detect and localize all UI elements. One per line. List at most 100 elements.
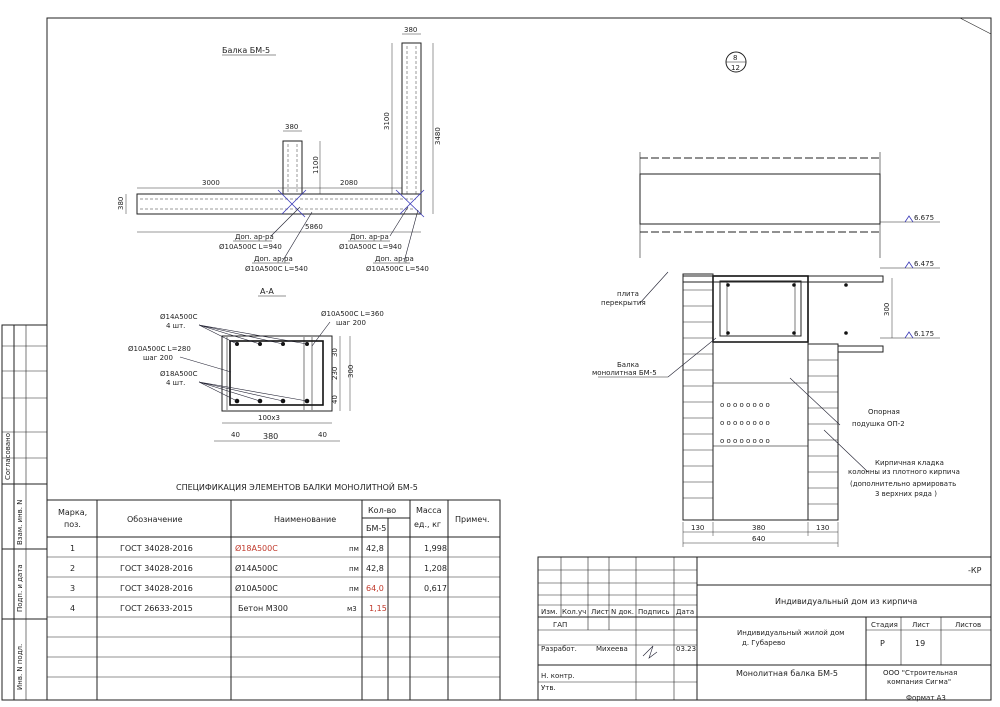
spec-qty: 42,8 bbox=[366, 564, 384, 573]
tb-object-2: д. Губарево bbox=[742, 639, 785, 647]
title-block: -КР Индивидуальный дом из кирпича Индиви… bbox=[537, 556, 992, 701]
tb-col-koluch: Кол.уч bbox=[562, 608, 586, 616]
spec-name: Ø18А500С bbox=[235, 543, 278, 553]
plan-callout-4b: Ø10А500С L=540 bbox=[366, 265, 429, 273]
sec-tie: Ø10А500С L=360 bbox=[321, 310, 384, 318]
tb-sheets-label: Листов bbox=[955, 621, 981, 629]
tb-col-izm: Изм. bbox=[541, 608, 557, 616]
sec-d-inner: 230 bbox=[331, 367, 339, 380]
spec-unit: пм bbox=[349, 545, 359, 553]
detail-node: 8 12 6.675 6.475 6.175 300 bbox=[592, 51, 960, 547]
dim-riser-total: 3480 bbox=[434, 127, 442, 145]
spec-h-mass: Масса bbox=[416, 506, 442, 515]
side-stamps: Согласовано Взам. инв. N Подп. и дата Ин… bbox=[1, 324, 48, 701]
label-brick-1: Кирпичная кладка bbox=[875, 459, 944, 467]
dim-stub-height: 1100 bbox=[312, 156, 320, 174]
spec-row-1: 1 ГОСТ 34028-2016 Ø18А500С пм 42,8 1,998 bbox=[70, 543, 447, 553]
tb-role-nkontr: Н. контр. bbox=[541, 672, 575, 680]
spec-name: Ø10А500С bbox=[235, 583, 278, 593]
stamp-sign-date: Подп. и дата bbox=[16, 564, 24, 612]
spec-h-mass-unit: ед., кг bbox=[414, 520, 441, 529]
spec-qty: 64,0 bbox=[366, 584, 384, 593]
tb-company-2: компания Сигма" bbox=[887, 678, 951, 686]
format-label: Формат А3 bbox=[906, 694, 946, 702]
beam-plan: Балка БМ-5 380 1100 3000 2080 5860 380 3… bbox=[117, 26, 442, 273]
spec-unit: пм bbox=[349, 565, 359, 573]
sec-d-width: 380 bbox=[263, 432, 278, 441]
spec-name: Ø14А500С bbox=[235, 563, 278, 573]
dim-h300: 300 bbox=[883, 303, 891, 316]
sec-stirrup: Ø10А500С L=280 bbox=[128, 345, 191, 353]
level-3: 6.175 bbox=[914, 330, 934, 338]
level-1: 6.675 bbox=[914, 214, 934, 222]
spec-gost: ГОСТ 34028-2016 bbox=[120, 584, 193, 593]
brick-left bbox=[682, 273, 714, 521]
tb-col-list: Лист bbox=[591, 608, 609, 616]
spec-qty: 42,8 bbox=[366, 544, 384, 553]
label-beam-2: монолитная БМ-5 bbox=[592, 369, 657, 377]
tb-company-1: ООО "Строительная bbox=[883, 669, 957, 677]
beam-plan-title: Балка БМ-5 bbox=[222, 46, 270, 55]
sec-d-top: 30 bbox=[331, 348, 339, 357]
sec-d-left: 40 bbox=[231, 431, 240, 439]
label-slab-1: плита bbox=[617, 290, 639, 298]
label-brick-3: (дополнительно армировать bbox=[850, 480, 956, 488]
sec-d-right: 40 bbox=[318, 431, 327, 439]
spec-h-qty-sub: БМ-5 bbox=[366, 524, 386, 533]
spec-name: Бетон М300 bbox=[238, 604, 288, 613]
sec-top-bars: Ø14А500С bbox=[160, 313, 198, 321]
spec-h-qty: Кол-во bbox=[368, 506, 396, 515]
plan-callout-4a: Доп. ар-ра bbox=[375, 255, 414, 263]
plan-callout-3a: Доп. ар-ра bbox=[350, 233, 389, 241]
spec-h-designation: Обозначение bbox=[127, 515, 183, 524]
spec-mass: 1,998 bbox=[424, 544, 447, 553]
spec-h-pos: поз. bbox=[64, 520, 81, 529]
spec-pos: 1 bbox=[70, 544, 75, 553]
tb-project: Индивидуальный дом из кирпича bbox=[775, 597, 917, 606]
brick-right bbox=[807, 343, 839, 521]
spec-row-4: 4 ГОСТ 26633-2015 Бетон М300 м3 1,15 bbox=[70, 604, 387, 613]
plan-callout-2a: Доп. ар-ра bbox=[254, 255, 293, 263]
tb-code: -КР bbox=[968, 566, 982, 575]
tb-object-1: Индивидуальный жилой дом bbox=[737, 629, 844, 637]
detail-d640: 640 bbox=[752, 535, 765, 543]
spec-row-3: 3 ГОСТ 34028-2016 Ø10А500С пм 64,0 0,617 bbox=[70, 583, 447, 593]
spec-unit: м3 bbox=[347, 605, 357, 613]
label-pad-2: подушка ОП-2 bbox=[852, 420, 905, 428]
section-aa: А-А Ø14А500С 4 шт. Ø10А500С L=280 шаг 20… bbox=[128, 287, 384, 442]
label-beam-1: Балка bbox=[617, 361, 639, 369]
stamp-agreed: Согласовано bbox=[4, 433, 12, 480]
detail-d130b: 130 bbox=[816, 524, 829, 532]
sec-tie-step: шаг 200 bbox=[336, 319, 366, 327]
dim-left-len: 3000 bbox=[202, 179, 220, 187]
node-bubble-top: 8 bbox=[733, 54, 737, 62]
tb-stage: Р bbox=[880, 639, 885, 648]
tb-author: Михеева bbox=[596, 645, 628, 653]
dim-stub-width: 380 bbox=[285, 123, 298, 131]
dim-mid-len: 2080 bbox=[340, 179, 358, 187]
dim-beam-h: 380 bbox=[117, 197, 125, 210]
tb-stage-label: Стадия bbox=[871, 621, 898, 629]
pad-rebar-dots: o o o o o o o o o o o o o o o o o o o o … bbox=[720, 401, 770, 445]
tb-col-date: Дата bbox=[676, 608, 694, 616]
sec-d-total: 300 bbox=[347, 365, 355, 378]
svg-text:o o o o o o o o: o o o o o o o o bbox=[720, 401, 770, 409]
label-pad-1: Опорная bbox=[868, 408, 900, 416]
spec-h-note: Примеч. bbox=[455, 515, 490, 524]
tb-date: 03.23. bbox=[676, 645, 698, 653]
spec-gost: ГОСТ 34028-2016 bbox=[120, 564, 193, 573]
svg-text:o o o o o o o o: o o o o o o o o bbox=[720, 419, 770, 427]
tb-col-ndoc: N док. bbox=[611, 608, 634, 616]
detail-d130a: 130 bbox=[691, 524, 704, 532]
spec-h-mark: Марка, bbox=[58, 508, 87, 517]
spec-unit: пм bbox=[349, 585, 359, 593]
tb-role-dev: Разработ. bbox=[541, 645, 577, 653]
spec-mass: 0,617 bbox=[424, 584, 447, 593]
tb-sheet: 19 bbox=[915, 639, 925, 648]
detail-d380: 380 bbox=[752, 524, 765, 532]
sec-bottom-bars-qty: 4 шт. bbox=[166, 379, 185, 387]
dim-riser-inner: 3100 bbox=[383, 112, 391, 130]
sec-stirrup-step: шаг 200 bbox=[143, 354, 173, 362]
